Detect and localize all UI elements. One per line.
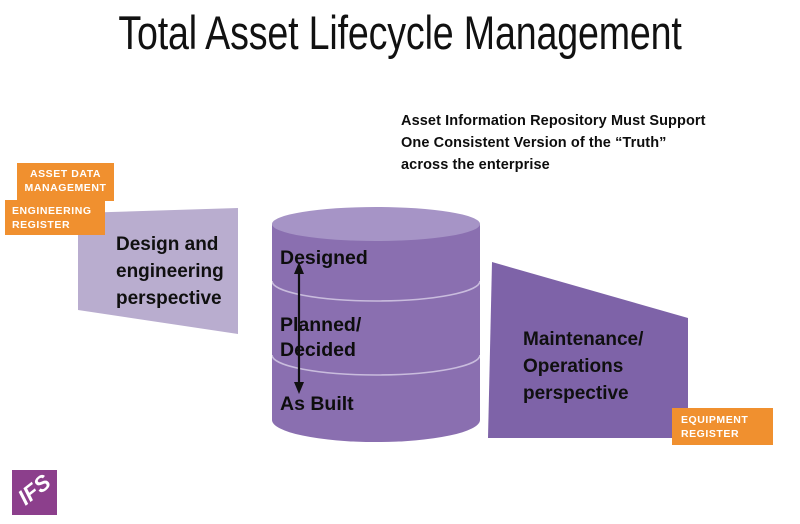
maintenance-operations-label: Maintenance/ Operations perspective <box>523 329 644 404</box>
double-headed-arrow-icon <box>294 262 304 394</box>
tag-asset-data-management: ASSET DATA MANAGEMENT <box>17 163 114 201</box>
page-title: Total Asset Lifecycle Management <box>118 6 682 59</box>
callout-line-3: across the enterprise <box>401 156 550 173</box>
tag-equipment-register: EQUIPMENT REGISTER <box>672 408 773 445</box>
cylinder-band-label-as-built: As Built <box>280 393 354 415</box>
maintenance-operations-wedge <box>488 262 688 438</box>
design-engineering-label: Design and engineering perspective <box>116 234 224 309</box>
ifs-logo-text: IFS <box>13 470 56 510</box>
planned-line-1: Planned/ <box>280 314 362 336</box>
callout-line-1: Asset Information Repository Must Suppor… <box>401 113 706 129</box>
tag-engineering-register: ENGINEERING REGISTER <box>5 200 105 235</box>
asset-repository-cylinder <box>272 207 480 442</box>
cylinder-band-label-designed: Designed <box>280 247 368 269</box>
callout-text: Asset Information Repository Must Suppor… <box>401 111 771 176</box>
ifs-logo: IFS <box>12 470 57 515</box>
callout-line-2: One Consistent Version of the “Truth” <box>401 134 667 151</box>
design-engineering-wedge <box>78 208 238 334</box>
